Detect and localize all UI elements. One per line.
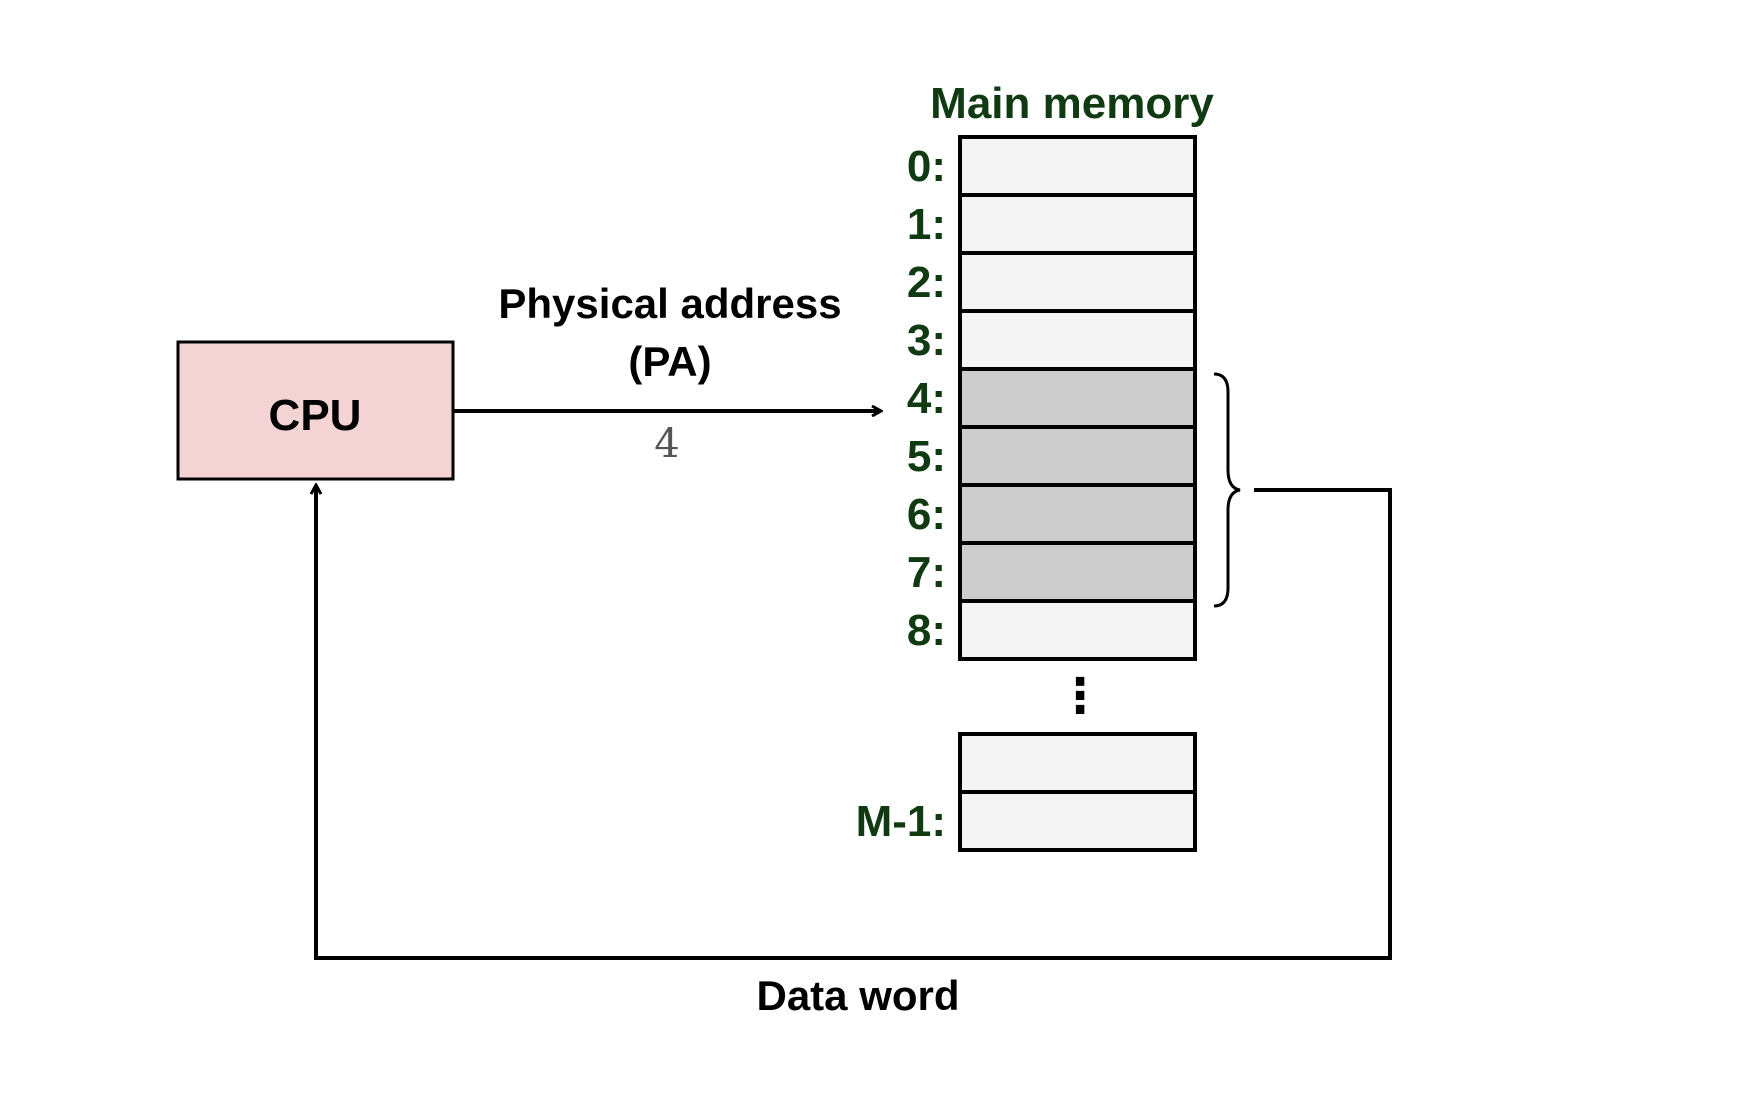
memory-tail-cell-0	[958, 732, 1197, 794]
memory-cell-5	[958, 425, 1197, 487]
memory-address-label-8: 8:	[907, 606, 946, 655]
data-bus: Data word	[316, 486, 1392, 1019]
memory-address-label-2: 2:	[907, 258, 946, 307]
memory-address-label-4: 4:	[907, 374, 946, 423]
cpu-box	[176, 340, 455, 481]
main-memory: Main memory 0: 1: 2: 3: 4: 5: 6: 7: 8: ⋮ M-1:	[856, 79, 1214, 852]
memory-address-label-7: 7:	[907, 548, 946, 597]
brace-icon	[1213, 372, 1241, 608]
data-return-line	[316, 486, 1392, 960]
memory-cell-6	[958, 483, 1197, 545]
address-value: 4	[654, 421, 679, 467]
memory-cell-7	[958, 541, 1197, 603]
data-word-label: Data word	[756, 972, 959, 1019]
address-bus: Physical address (PA) 4	[453, 280, 880, 467]
memory-cell-1	[958, 193, 1197, 255]
cpu-label: CPU	[269, 391, 362, 440]
cpu-block: CPU	[176, 340, 455, 481]
memory-cell-0	[958, 135, 1197, 197]
memory-title: Main memory	[930, 79, 1214, 128]
memory-cell-8	[958, 599, 1197, 661]
memory-cell-4	[958, 367, 1197, 429]
address-label-line2: (PA)	[628, 338, 711, 385]
memory-tail-address-label-1: M-1:	[856, 797, 946, 846]
memory-tail-cell-1	[958, 790, 1197, 852]
memory-cell-2	[958, 251, 1197, 313]
memory-ellipsis: ⋮	[1056, 670, 1104, 723]
memory-address-label-5: 5:	[907, 432, 946, 481]
memory-address-label-0: 0:	[907, 142, 946, 191]
memory-cell-3	[958, 309, 1197, 371]
memory-address-label-3: 3:	[907, 316, 946, 365]
memory-tail-cells: M-1:	[856, 732, 1197, 852]
memory-address-label-1: 1:	[907, 200, 946, 249]
address-label-line1: Physical address	[498, 280, 841, 327]
memory-address-label-6: 6:	[907, 490, 946, 539]
memory-cells: 0: 1: 2: 3: 4: 5: 6: 7: 8:	[907, 135, 1197, 661]
